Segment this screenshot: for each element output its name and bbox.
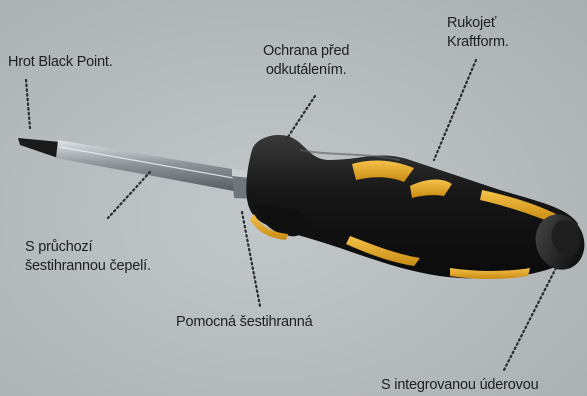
label-tip-text: Hrot Black Point. xyxy=(8,53,113,72)
leader-cap xyxy=(504,268,556,370)
label-blade: S průchozí šestihrannou čepelí. xyxy=(25,238,151,276)
label-blade-line2: šestihrannou čepelí. xyxy=(25,257,151,276)
blade-tip xyxy=(18,138,60,158)
leader-handle xyxy=(434,60,476,160)
label-tip: Hrot Black Point. xyxy=(8,53,113,72)
label-blade-line1: S průchozí xyxy=(25,238,151,257)
label-hex-bolster-text: Pomocná šestihranná xyxy=(176,313,312,332)
leader-tip xyxy=(26,80,30,128)
label-handle-line1: Rukojeť xyxy=(447,14,509,33)
leader-roll-guard xyxy=(286,96,315,140)
label-hex-bolster: Pomocná šestihranná xyxy=(176,313,312,332)
handle-body xyxy=(246,135,578,279)
leader-blade xyxy=(108,172,150,218)
blade-shaft xyxy=(56,140,250,194)
label-handle: Rukojeť Kraftform. xyxy=(447,14,509,52)
label-roll-guard-line1: Ochrana před xyxy=(263,42,349,61)
label-roll-guard-line2: odkutálením. xyxy=(263,61,349,80)
label-striking-cap-text: S integrovanou úderovou xyxy=(381,376,538,395)
label-striking-cap: S integrovanou úderovou xyxy=(381,376,538,395)
label-roll-guard: Ochrana před odkutálením. xyxy=(263,42,349,80)
label-handle-line2: Kraftform. xyxy=(447,33,509,52)
